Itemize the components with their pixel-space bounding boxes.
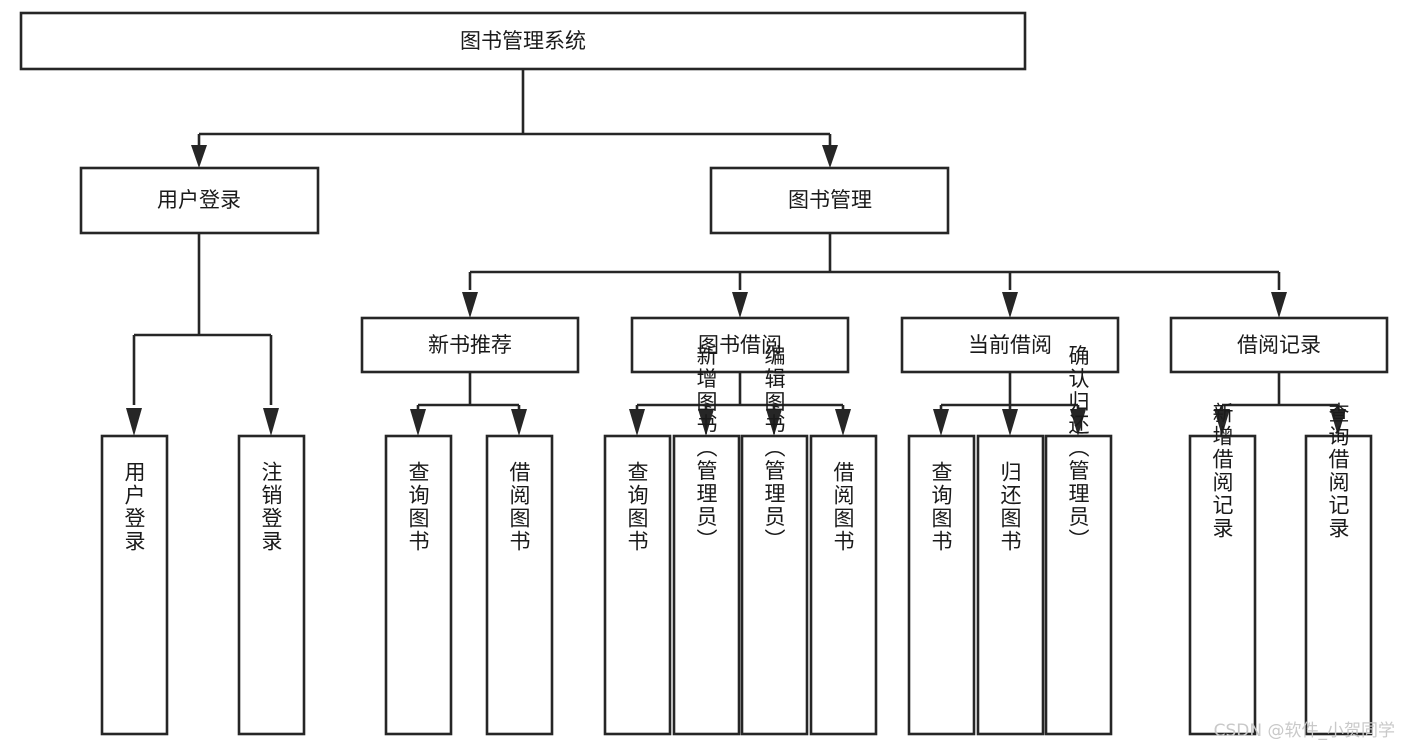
node-leaf-11[interactable]: 确认归还（管理员） (1044, 345, 1113, 736)
arrow-head-new-book-rec (462, 292, 478, 318)
arrow-head-book-manage (822, 145, 838, 168)
node-new-book-rec-box[interactable] (360, 316, 580, 374)
node-leaf-3[interactable]: 查询图书 (384, 434, 453, 736)
node-leaf-4-box[interactable] (485, 434, 554, 736)
node-root-label: 图书管理系统 (460, 29, 586, 53)
arrow-head-leaf-10 (1002, 409, 1018, 436)
arrow-head-leaf-6 (698, 409, 714, 436)
node-borrow-record-label: 借阅记录 (1237, 333, 1321, 357)
arrow-head-leaf-13 (1330, 409, 1346, 436)
node-borrow-record-box[interactable] (1169, 316, 1389, 374)
arrow-head-book-borrow (732, 292, 748, 318)
connector-layer (126, 69, 1346, 436)
arrow-head-leaf-7 (766, 409, 782, 436)
node-leaf-5-label: 查询图书 (625, 461, 649, 553)
node-leaf-10-box[interactable] (976, 434, 1045, 736)
node-leaf-6-box[interactable] (672, 434, 741, 736)
node-leaf-9-label: 查询图书 (929, 461, 953, 553)
node-leaf-9-box[interactable] (907, 434, 976, 736)
node-leaf-9[interactable]: 查询图书 (907, 434, 976, 736)
node-book-manage-label: 图书管理 (788, 188, 872, 212)
node-leaf-2-label: 注销登录 (259, 461, 283, 553)
node-leaf-3-box[interactable] (384, 434, 453, 736)
node-leaf-11-label: 确认归还（管理员） (1066, 345, 1090, 552)
arrow-head-leaf-11 (1070, 409, 1086, 436)
node-leaf-13[interactable]: 查询借阅记录 (1304, 402, 1373, 736)
node-leaf-1-label: 用户登录 (122, 461, 146, 553)
arrow-head-user-login (191, 145, 207, 168)
node-leaf-13-box[interactable] (1304, 434, 1373, 736)
node-leaf-8[interactable]: 借阅图书 (809, 434, 878, 736)
node-leaf-6-label: 新增图书（管理员） (694, 345, 718, 552)
arrow-head-leaf-5 (629, 409, 645, 436)
arrow-head-leaf-12 (1214, 409, 1230, 436)
node-leaf-13-label: 查询借阅记录 (1326, 402, 1350, 540)
node-leaf-7-label: 编辑图书（管理员） (762, 345, 786, 552)
node-user-login[interactable]: 用户登录 (79, 166, 320, 235)
node-leaf-12-label: 新增借阅记录 (1210, 402, 1234, 540)
arrow-head-borrow-record (1271, 292, 1287, 318)
node-leaf-2-box[interactable] (237, 434, 306, 736)
node-root-box[interactable] (19, 11, 1027, 71)
node-leaf-5[interactable]: 查询图书 (603, 434, 672, 736)
node-leaf-11-box[interactable] (1044, 434, 1113, 736)
arrow-head-leaf-4 (511, 409, 527, 436)
node-leaf-12[interactable]: 新增借阅记录 (1188, 402, 1257, 736)
node-book-manage[interactable]: 图书管理 (709, 166, 950, 235)
node-leaf-10[interactable]: 归还图书 (976, 434, 1045, 736)
node-user-login-box[interactable] (79, 166, 320, 235)
node-leaf-10-label: 归还图书 (998, 461, 1022, 553)
node-new-book-rec-label: 新书推荐 (428, 333, 512, 357)
node-book-borrow[interactable]: 图书借阅 (630, 316, 850, 374)
arrow-head-leaf-9 (933, 409, 949, 436)
arrow-head-leaf-2 (263, 408, 279, 436)
node-root[interactable]: 图书管理系统 (19, 11, 1027, 71)
node-current-borrow-box[interactable] (900, 316, 1120, 374)
node-leaf-8-box[interactable] (809, 434, 878, 736)
node-leaf-7[interactable]: 编辑图书（管理员） (740, 345, 809, 736)
node-leaf-2[interactable]: 注销登录 (237, 434, 306, 736)
node-current-borrow[interactable]: 当前借阅 (900, 316, 1120, 374)
node-leaf-7-box[interactable] (740, 434, 809, 736)
node-user-login-label: 用户登录 (157, 188, 241, 212)
node-current-borrow-label: 当前借阅 (968, 333, 1052, 357)
node-leaf-8-label: 借阅图书 (831, 461, 855, 553)
node-leaf-3-label: 查询图书 (406, 461, 430, 553)
node-book-borrow-label: 图书借阅 (698, 333, 782, 357)
node-leaf-1[interactable]: 用户登录 (100, 434, 169, 736)
node-leaf-5-box[interactable] (603, 434, 672, 736)
arrow-head-leaf-8 (835, 409, 851, 436)
node-book-borrow-box[interactable] (630, 316, 850, 374)
node-leaf-12-box[interactable] (1188, 434, 1257, 736)
node-leaf-4-label: 借阅图书 (507, 461, 531, 553)
node-leaf-4[interactable]: 借阅图书 (485, 434, 554, 736)
arrow-head-leaf-1 (126, 408, 142, 436)
arrow-head-leaf-3 (410, 409, 426, 436)
node-book-manage-box[interactable] (709, 166, 950, 235)
arrow-head-current-borrow (1002, 292, 1018, 318)
node-new-book-rec[interactable]: 新书推荐 (360, 316, 580, 374)
node-leaf-1-box[interactable] (100, 434, 169, 736)
node-leaf-6[interactable]: 新增图书（管理员） (672, 345, 741, 736)
node-borrow-record[interactable]: 借阅记录 (1169, 316, 1389, 374)
